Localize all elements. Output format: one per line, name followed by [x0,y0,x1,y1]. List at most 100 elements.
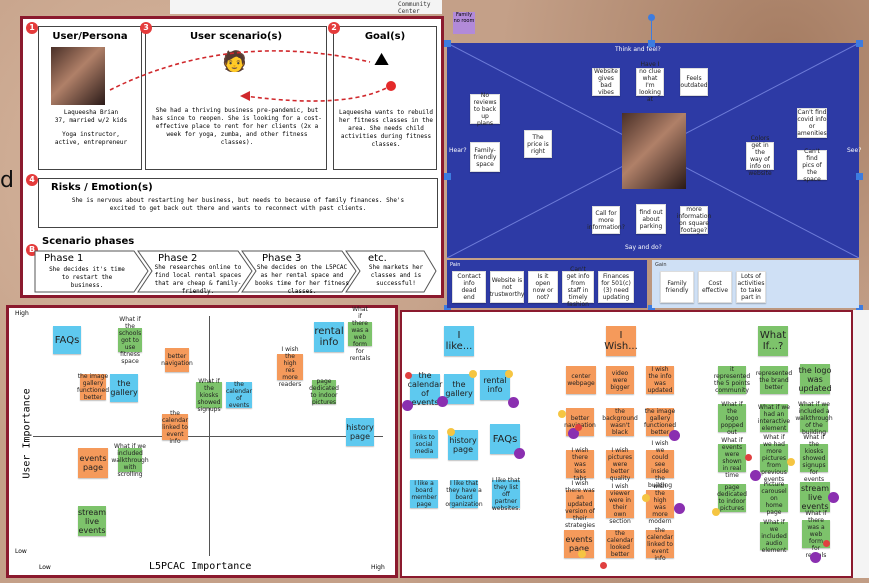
vote-dot[interactable] [712,508,720,516]
vote-dot[interactable] [514,448,525,459]
say-note[interactable]: Call for more information? [587,206,625,234]
rotate-handle[interactable] [648,14,655,21]
resize-handle-e[interactable] [856,173,863,180]
vote-dot[interactable] [405,372,412,379]
hear-note[interactable]: No reviews to back up plans [470,92,500,127]
vote-dot[interactable] [745,454,752,461]
vote-dot[interactable] [558,410,566,418]
resize-handle-s[interactable] [648,305,655,312]
whatif-note[interactable]: What if we included audio element [760,519,788,554]
say-note[interactable]: more information on square footage? [676,206,712,234]
whatif-note[interactable]: stream live events [800,482,830,512]
ilike-header[interactable]: I like... [444,326,474,356]
ilike-note[interactable]: I like that they list off partner websit… [492,477,520,512]
iwish-note[interactable]: the calendar linked to event info [646,527,674,562]
gain-note[interactable]: Cost effective [698,271,732,303]
matrix-note[interactable]: better navigation [161,348,193,372]
vote-dot[interactable] [823,540,830,547]
matrix-note[interactable]: the calendar of events [225,381,253,409]
vote-dot[interactable] [578,550,586,558]
vote-dot[interactable] [787,458,795,466]
matrix-note[interactable]: FAQs [53,326,81,354]
resize-handle-n[interactable] [648,40,655,47]
think-note[interactable]: Website gives bad vibes [592,68,620,96]
ilike-note[interactable]: I like a board member page [410,480,438,508]
vote-dot[interactable] [447,428,455,436]
whatif-note[interactable]: represented the brand better [756,366,792,394]
iwish-note[interactable]: I wish pictures were better quality [606,447,634,482]
vote-dot[interactable] [750,470,761,481]
matrix-note[interactable]: I wish the high res more readers [277,346,303,388]
matrix-note[interactable]: the gallery [110,374,138,402]
whatif-note[interactable]: What if the kiosks showed signups for ev… [800,434,828,483]
matrix-note[interactable]: history page [346,418,374,446]
iwish-note[interactable]: the image gallery functioned better [644,408,677,436]
iwish-note[interactable]: video were bigger [606,366,634,394]
whatif-header[interactable]: What If...? [758,326,788,356]
whatif-note[interactable]: Picture carousel on home page [760,481,788,516]
pain-note[interactable]: Website is not trustworthy [490,271,524,303]
matrix-note[interactable]: events page [78,448,108,478]
think-note[interactable]: Have I no clue what I'm looking at [636,61,664,103]
whatif-note[interactable]: What if we had an interactive element [757,404,791,432]
resize-handle-sw[interactable] [444,305,451,312]
iwish-note[interactable]: I wish viewer were in their own section [606,483,634,525]
say-note[interactable]: find out about parking [636,204,666,234]
ilike-note[interactable]: the gallery [444,374,474,404]
iwish-note[interactable]: the background wasn't black [602,408,638,436]
ilike-note[interactable]: I like that they have a board organizati… [445,480,483,508]
ilike-note[interactable]: the calendar of events [407,371,443,407]
vote-dot[interactable] [600,562,607,569]
persona-box[interactable]: User/Persona Laqueesha Brian 37, married… [38,26,142,170]
matrix-note[interactable]: rental info [314,322,344,352]
matrix-note[interactable]: What if we included walkthrough with scr… [111,443,149,478]
vote-dot[interactable] [828,492,839,503]
iwish-note[interactable]: I wish we could see inside the building [646,440,674,489]
whatif-note[interactable]: What if we had more pictures from previo… [760,434,788,483]
gain-note[interactable]: Family friendly [660,271,694,303]
vote-dot[interactable] [469,370,477,378]
matrix-note[interactable]: page dedicated to indoor pictures [309,378,339,406]
resize-handle-ne[interactable] [856,40,863,47]
vote-dot[interactable] [505,370,513,378]
matrix-note[interactable]: What if the schools got to use fitness s… [118,316,142,365]
vote-dot[interactable] [674,503,685,514]
vote-dot[interactable] [575,424,582,431]
whatif-note[interactable]: What if the logo popped out [718,401,746,436]
family-chip[interactable]: Family no room [453,12,475,34]
whatif-note[interactable]: page dedicated to indoor pictures [717,484,747,512]
matrix-note[interactable]: What if the kiosks showed signups [196,378,222,413]
matrix-note[interactable]: the calendar linked to event info [162,410,188,445]
vote-dot[interactable] [669,430,680,441]
resize-handle-nw[interactable] [444,40,451,47]
pain-note[interactable]: Finances for 501(c)(3) need updating [598,271,634,303]
ilike-note[interactable]: links to social media [410,430,438,458]
whatif-note[interactable]: What if we included a walkthrough of the… [795,401,832,436]
whatif-note[interactable]: What if events were shown in real time [718,437,746,479]
see-note[interactable]: Colors get in the way of info on website [746,135,774,177]
vote-dot[interactable] [568,428,579,439]
iwish-note[interactable]: I wish the info was updated [646,366,674,394]
matrix-note[interactable]: the image gallery functioned better [77,373,110,401]
see-note[interactable]: Can't find pics of the space [797,148,827,183]
pain-note[interactable]: Contact info dead end [452,271,486,303]
scenario-box[interactable]: User scenario(s) 🧑 She had a thriving bu… [145,26,327,170]
vote-dot[interactable] [642,494,650,502]
iwish-note[interactable]: the calendar looked better [606,530,634,558]
vote-dot[interactable] [508,397,519,408]
vote-dot[interactable] [402,400,413,411]
gain-note[interactable]: Lots of activities to take part in [736,271,766,303]
hear-note[interactable]: Family-friendly space [470,142,500,172]
resize-handle-w[interactable] [444,173,451,180]
hear-note[interactable]: The price is right [524,130,552,158]
whatif-note[interactable]: the logo was updated [798,364,832,394]
see-note[interactable]: Can't find covid info or amenities [797,108,827,138]
pain-note[interactable]: Can't get info from staff in timely fash… [562,266,594,308]
iwish-header[interactable]: I Wish... [604,326,638,356]
vote-dot[interactable] [810,552,821,563]
think-note[interactable]: Feels outdated [680,68,708,96]
vote-dot[interactable] [437,396,448,407]
iwish-note[interactable]: wish the high was more modern [646,483,674,525]
